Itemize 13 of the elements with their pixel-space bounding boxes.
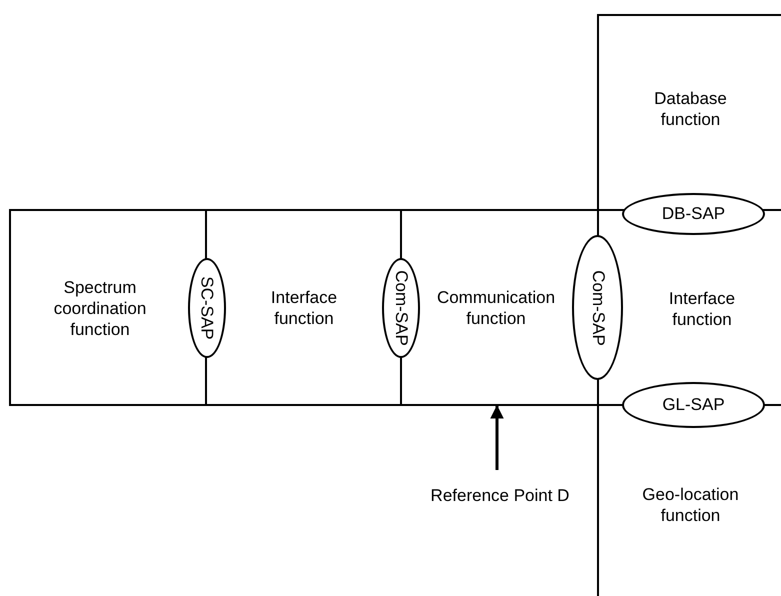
function-label: Interface function xyxy=(270,287,338,329)
sap-label: Com-SAP xyxy=(391,270,411,346)
function-label: Communication function xyxy=(436,287,556,329)
function-label: Database function xyxy=(653,88,728,130)
sap-label: GL-SAP xyxy=(662,395,725,415)
sap-label: DB-SAP xyxy=(662,204,726,224)
reference-point-label: Reference Point D xyxy=(430,484,570,506)
arrow xyxy=(490,405,504,470)
function-label: Spectrum coordination function xyxy=(52,276,148,340)
function-label: Geo-location function xyxy=(641,484,740,526)
function-label: Interface function xyxy=(668,288,736,330)
sap-label: Com-SAP xyxy=(588,270,608,346)
sap-label: SC-SAP xyxy=(197,276,217,340)
